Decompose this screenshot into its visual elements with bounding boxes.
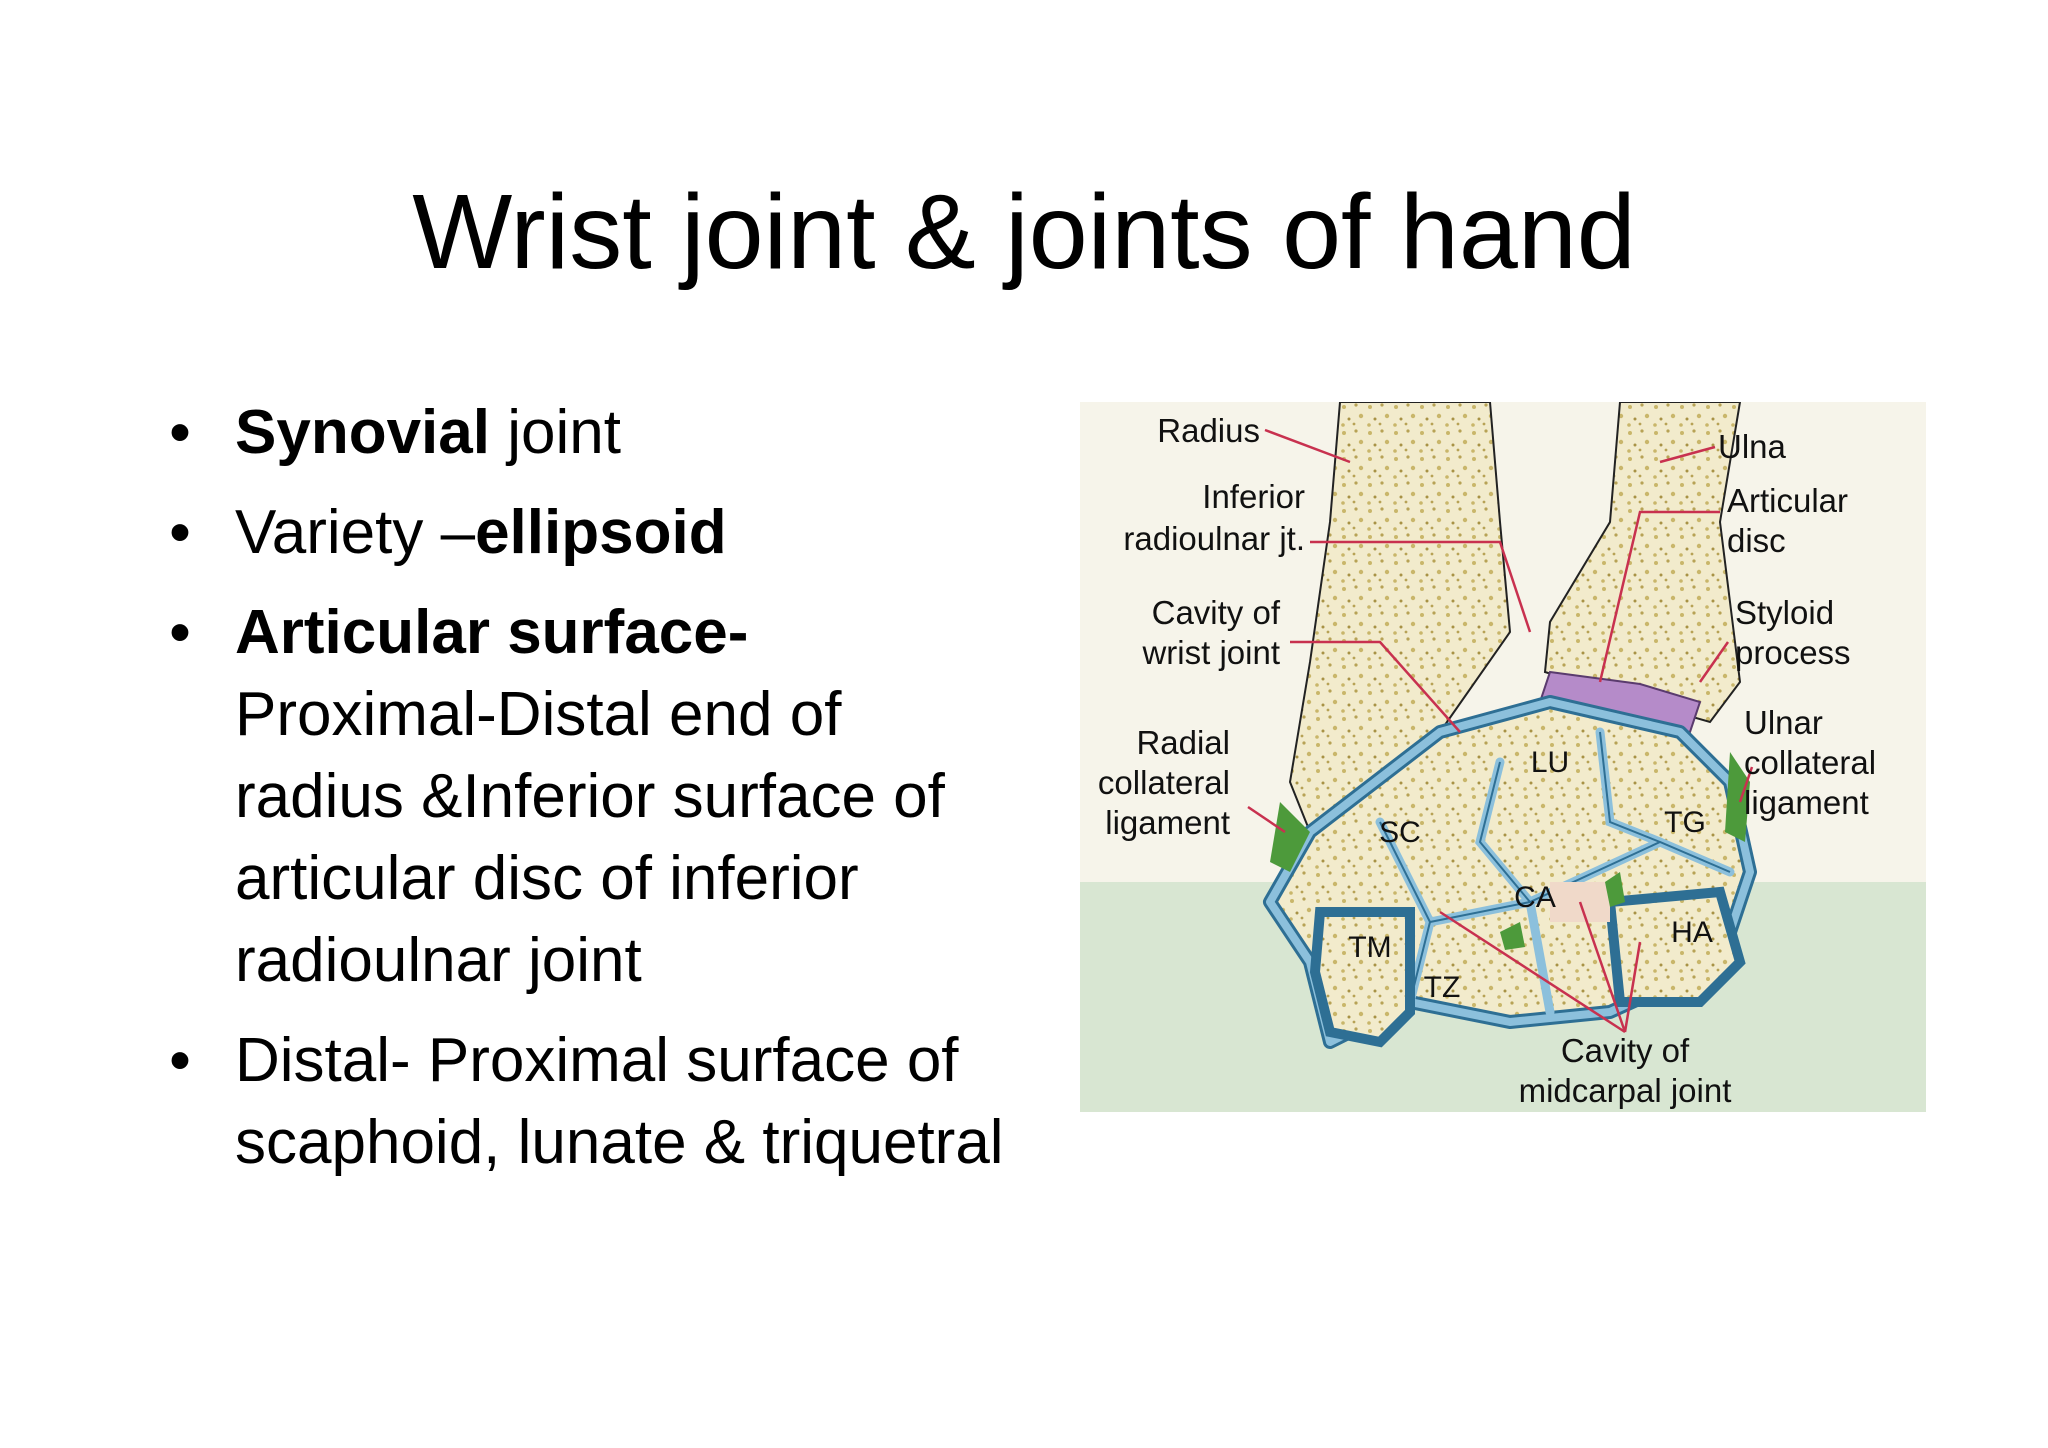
interosseous-ligament	[1500, 922, 1525, 950]
bone-label-trapezium: TM	[1348, 931, 1391, 964]
label-midcarpal-line1: Cavity of	[1561, 1032, 1690, 1069]
pointer-lines	[1247, 428, 1754, 1034]
label-articular-disc-line2: disc	[1727, 522, 1786, 559]
slide-title: Wrist joint & joints of hand	[412, 173, 1636, 291]
bullet-item: • Variety –ellipsoid	[160, 492, 1020, 574]
bullet-item: • Synovial joint	[160, 392, 1020, 474]
radial-collateral-ligament	[1270, 802, 1310, 872]
ulna-bone	[1543, 402, 1742, 724]
interosseous-ligament	[1605, 872, 1625, 907]
label-styloid-line2: process	[1735, 634, 1851, 671]
bullet-dot: •	[169, 498, 191, 567]
wrist-diagram-svg: Radius Ulna Inferior radioulnar jt. Arti…	[1080, 402, 1926, 1112]
label-radius: Radius	[1157, 412, 1260, 449]
bone-label-trapezoid: TZ	[1424, 971, 1461, 1004]
label-cavity-wrist-line1: Cavity of	[1152, 594, 1281, 631]
bone-label-lunate: LU	[1531, 746, 1569, 779]
bone-label-capitate: CA	[1514, 881, 1556, 914]
intercarpal-cavity-edges	[1379, 731, 1731, 1003]
hamate-bone	[1604, 886, 1746, 1007]
bullet-bold-text: Articular surface-	[235, 598, 749, 667]
bullet-dot: •	[169, 598, 191, 667]
label-ulnar-collateral-line3: ligament	[1744, 784, 1869, 821]
label-inferior-radioulnar-line2: radioulnar jt.	[1123, 520, 1305, 557]
label-articular-disc-line1: Articular	[1727, 482, 1848, 519]
bullet-bold-text: Synovial	[235, 398, 490, 467]
bullet-item: • Articular surface- Proximal-Distal end…	[160, 592, 1020, 1002]
bullet-dot: •	[169, 1026, 191, 1095]
label-radial-collateral-line1: Radial	[1136, 724, 1230, 761]
ulnar-collateral-ligament	[1725, 752, 1750, 842]
label-radial-collateral-line2: collateral	[1098, 764, 1230, 801]
bullet-item: • Distal- Proximal surface of scaphoid, …	[160, 1020, 1020, 1184]
trapezium-bone	[1309, 907, 1415, 1048]
label-inferior-radioulnar-line1: Inferior	[1202, 478, 1305, 515]
bullet-text: joint	[490, 398, 621, 467]
bullet-text: Variety –	[235, 498, 476, 567]
label-styloid-line1: Styloid	[1735, 594, 1834, 631]
bullet-text: Distal- Proximal surface of scaphoid, lu…	[235, 1026, 1004, 1177]
bullet-dot: •	[169, 398, 191, 467]
label-ulna: Ulna	[1718, 428, 1787, 465]
label-ulnar-collateral-line2: collateral	[1744, 744, 1876, 781]
bullet-bold-text: ellipsoid	[475, 498, 727, 567]
bullet-text: Proximal-Distal end of radius &Inferior …	[235, 680, 945, 995]
bone-label-hamate: HA	[1671, 916, 1713, 949]
label-cavity-wrist-line2: wrist joint	[1141, 634, 1280, 671]
bone-label-triquetral: TG	[1664, 806, 1706, 839]
label-radial-collateral-line3: ligament	[1105, 804, 1230, 841]
bullet-list: • Synovial joint • Variety –ellipsoid • …	[160, 392, 1020, 1202]
label-midcarpal-line2: midcarpal joint	[1519, 1072, 1732, 1109]
wrist-diagram: Radius Ulna Inferior radioulnar jt. Arti…	[1080, 402, 1926, 1112]
bone-label-scaphoid: SC	[1379, 816, 1421, 849]
label-ulnar-collateral-line1: Ulnar	[1744, 704, 1823, 741]
